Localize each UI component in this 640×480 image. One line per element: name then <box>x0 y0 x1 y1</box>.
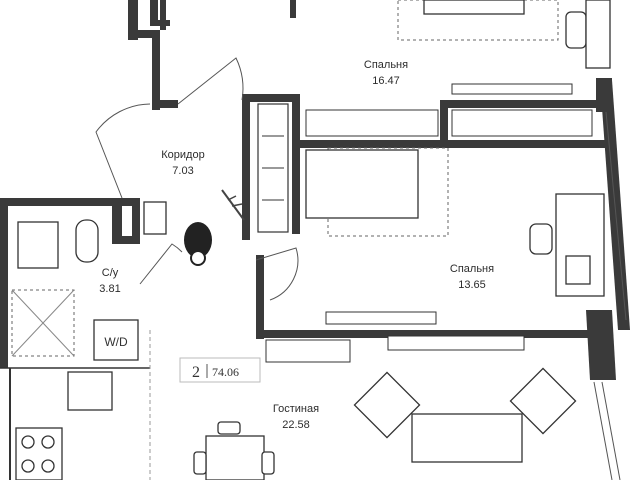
room-name: Гостиная <box>273 403 319 415</box>
wall <box>0 198 8 368</box>
toilet <box>75 219 99 263</box>
rug-outline <box>397 0 559 41</box>
wall <box>256 330 588 338</box>
doors <box>95 57 299 301</box>
wall <box>440 100 600 108</box>
wall <box>150 0 158 20</box>
desk <box>585 0 611 69</box>
wall <box>160 0 166 30</box>
shower <box>11 289 75 357</box>
wall <box>242 94 250 240</box>
rooms-count: 2 <box>192 364 200 381</box>
radiators <box>265 83 593 363</box>
chair <box>217 421 241 435</box>
wall <box>112 206 122 242</box>
laundry-label: W/D <box>104 335 128 349</box>
kitchen-sink <box>67 371 113 411</box>
room-area: 16.47 <box>372 75 400 87</box>
chair <box>565 11 587 49</box>
bedroom-furniture <box>305 0 611 297</box>
wall <box>128 30 158 38</box>
room-name: Коридор <box>161 149 204 161</box>
room-name: С/у <box>102 267 119 279</box>
chair <box>529 223 553 255</box>
room-name: Спальня <box>364 59 408 71</box>
room-area: 13.65 <box>458 279 486 291</box>
radiator <box>305 109 439 137</box>
stove <box>15 427 63 480</box>
door-swing <box>255 247 299 301</box>
room-area: 22.58 <box>282 419 310 431</box>
radiator <box>451 109 593 137</box>
radiator <box>451 83 573 95</box>
dining-table <box>205 435 265 480</box>
laptop <box>565 255 591 285</box>
wall <box>128 0 138 40</box>
wall <box>292 94 300 234</box>
wall <box>300 140 610 148</box>
wall <box>242 94 300 102</box>
sink <box>17 221 59 269</box>
wall <box>132 198 140 244</box>
wall <box>0 198 140 206</box>
door-swing <box>177 57 244 105</box>
wardrobe <box>257 103 289 233</box>
wardrobe-outline <box>257 103 289 233</box>
kitchen <box>15 371 113 480</box>
plant-icon <box>221 189 245 221</box>
wall <box>152 30 160 110</box>
coffee-table <box>411 413 523 463</box>
apartment-badge: 2 74.06 <box>179 357 261 383</box>
wall <box>256 255 264 339</box>
radiator <box>265 339 351 363</box>
chair <box>193 451 207 475</box>
bed <box>305 149 419 219</box>
room-name: Спальня <box>450 263 494 275</box>
person-icon <box>184 222 212 266</box>
door-swing <box>95 103 151 199</box>
living-furniture <box>193 367 577 480</box>
radiator <box>325 311 437 325</box>
walls <box>0 0 630 380</box>
radiator <box>387 335 525 351</box>
armchair <box>353 371 421 439</box>
wall <box>112 236 140 244</box>
wall <box>586 310 616 380</box>
washer-box <box>93 319 139 361</box>
bathroom-fixtures <box>11 201 167 361</box>
room-area: 3.81 <box>99 283 120 295</box>
armchair <box>509 367 577 435</box>
chair <box>261 451 275 475</box>
room-area: 7.03 <box>172 165 193 177</box>
wall <box>152 100 178 108</box>
wall <box>440 100 448 148</box>
control-panel <box>143 201 167 235</box>
wall <box>596 78 612 112</box>
total-area: 74.06 <box>212 365 239 379</box>
wall <box>290 0 296 18</box>
bed <box>423 0 525 15</box>
door-swing <box>139 243 183 285</box>
